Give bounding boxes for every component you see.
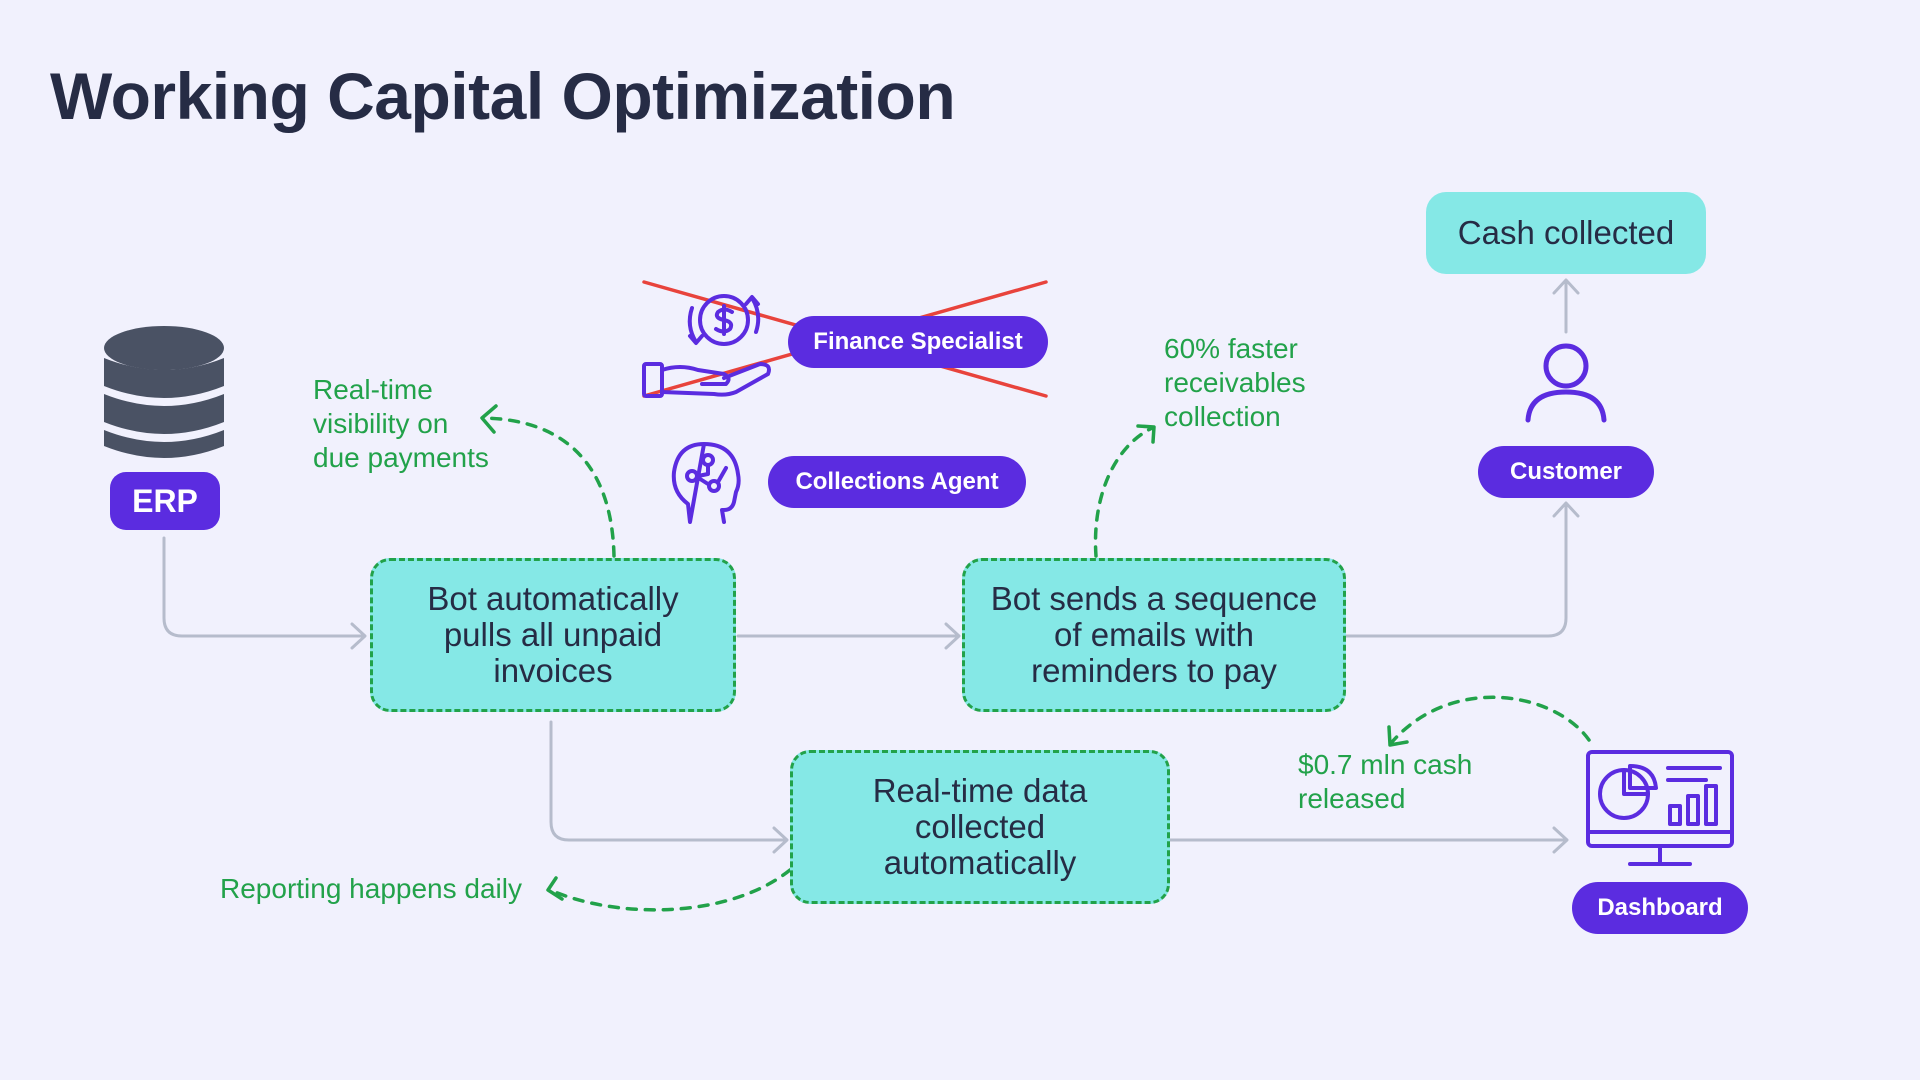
money-hand-icon — [642, 294, 771, 398]
step-emails-line-2: of emails with — [1054, 616, 1254, 653]
note-faster-collection: 60% faster receivables collection — [1164, 332, 1306, 434]
note-reporting-line-1: Reporting happens daily — [220, 873, 522, 904]
user-icon — [1525, 343, 1607, 423]
dashed-arrowhead-visibility — [480, 404, 498, 434]
dashed-arrow-visibility — [482, 416, 616, 558]
dashed-arrow-cash-released — [1390, 695, 1591, 744]
collections-agent-label: Collections Agent — [768, 456, 1026, 508]
step-data-line-2: collected — [914, 808, 1046, 845]
step-data-collected: Real-time data collected automatically — [790, 750, 1170, 904]
arrow-pull-to-data — [549, 720, 788, 842]
step-pull-invoices: Bot automatically pulls all unpaid invoi… — [370, 558, 736, 712]
step-data-line-3: automatically — [883, 844, 1077, 881]
step-pull-line-2: pulls all unpaid — [443, 616, 663, 653]
note-visibility-line-1: Real-time — [313, 374, 433, 405]
note-visibility-line-2: visibility on — [313, 408, 449, 439]
dashed-arrowhead-reporting — [546, 876, 564, 901]
step-emails-line-3: reminders to pay — [1031, 652, 1277, 689]
database-icon — [104, 326, 224, 458]
step-data-line-1: Real-time data — [872, 772, 1088, 809]
arrowhead-emails-to-customer — [1552, 501, 1580, 518]
step-emails-line-1: Bot sends a sequence — [990, 580, 1318, 617]
arrowhead-erp-to-pull — [350, 622, 367, 650]
dashed-arrowhead-cash-released — [1387, 725, 1409, 747]
dashed-arrowhead-faster — [1136, 424, 1156, 444]
step-send-emails: Bot sends a sequence of emails with remi… — [962, 558, 1346, 712]
arrowhead-pull-to-emails — [944, 622, 961, 650]
note-faster-line-3: collection — [1164, 401, 1281, 432]
ai-head-icon — [671, 442, 741, 524]
note-cash-line-1: $0.7 mln cash — [1298, 749, 1473, 780]
customer-label: Customer — [1478, 446, 1654, 498]
arrowhead-pull-to-data — [772, 826, 789, 854]
dashed-arrow-reporting — [548, 868, 792, 912]
arrowhead-customer-to-cash — [1552, 278, 1580, 295]
erp-label: ERP — [110, 472, 220, 530]
note-visibility: Real-time visibility on due payments — [313, 373, 489, 475]
note-faster-line-2: receivables — [1164, 367, 1306, 398]
step-pull-line-1: Bot automatically — [427, 580, 679, 617]
note-faster-line-1: 60% faster — [1164, 333, 1298, 364]
cash-collected-box: Cash collected — [1426, 192, 1706, 274]
step-pull-line-3: invoices — [493, 652, 613, 689]
dashboard-label: Dashboard — [1572, 882, 1748, 934]
arrow-emails-to-customer — [1344, 502, 1568, 638]
finance-specialist-label: Finance Specialist — [788, 316, 1048, 368]
dashed-arrow-faster — [1093, 426, 1154, 558]
analytics-monitor-icon — [1586, 750, 1734, 866]
note-cash-released: $0.7 mln cash released — [1298, 748, 1472, 816]
page-title: Working Capital Optimization — [50, 59, 956, 133]
note-visibility-line-3: due payments — [313, 442, 489, 473]
arrowhead-data-to-dashboard — [1552, 826, 1569, 854]
arrow-erp-to-pull — [162, 536, 366, 638]
note-reporting: Reporting happens daily — [220, 872, 522, 906]
note-cash-line-2: released — [1298, 783, 1406, 814]
